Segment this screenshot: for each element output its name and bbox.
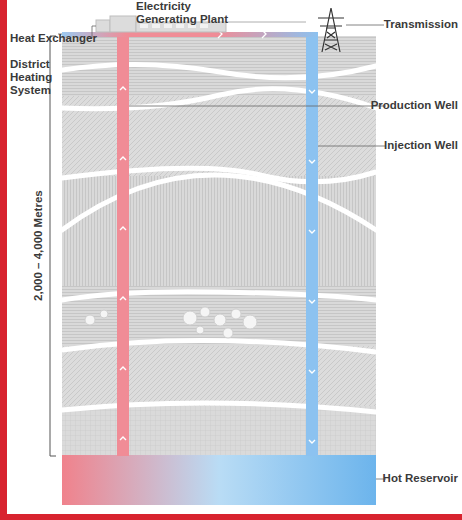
reservoir-label: Hot Reservoir <box>383 472 458 485</box>
depth-dimension: 2,000 – 4,000 Metres <box>31 189 44 304</box>
well-label: Production Well <box>371 99 458 112</box>
component-label: District Heating System <box>10 58 70 98</box>
plant-label: Electricity Generating Plant <box>136 0 246 26</box>
component-label: Transmission <box>384 18 458 31</box>
well-label: Injection Well <box>384 139 458 152</box>
component-label: Heat Exchanger <box>10 32 97 45</box>
